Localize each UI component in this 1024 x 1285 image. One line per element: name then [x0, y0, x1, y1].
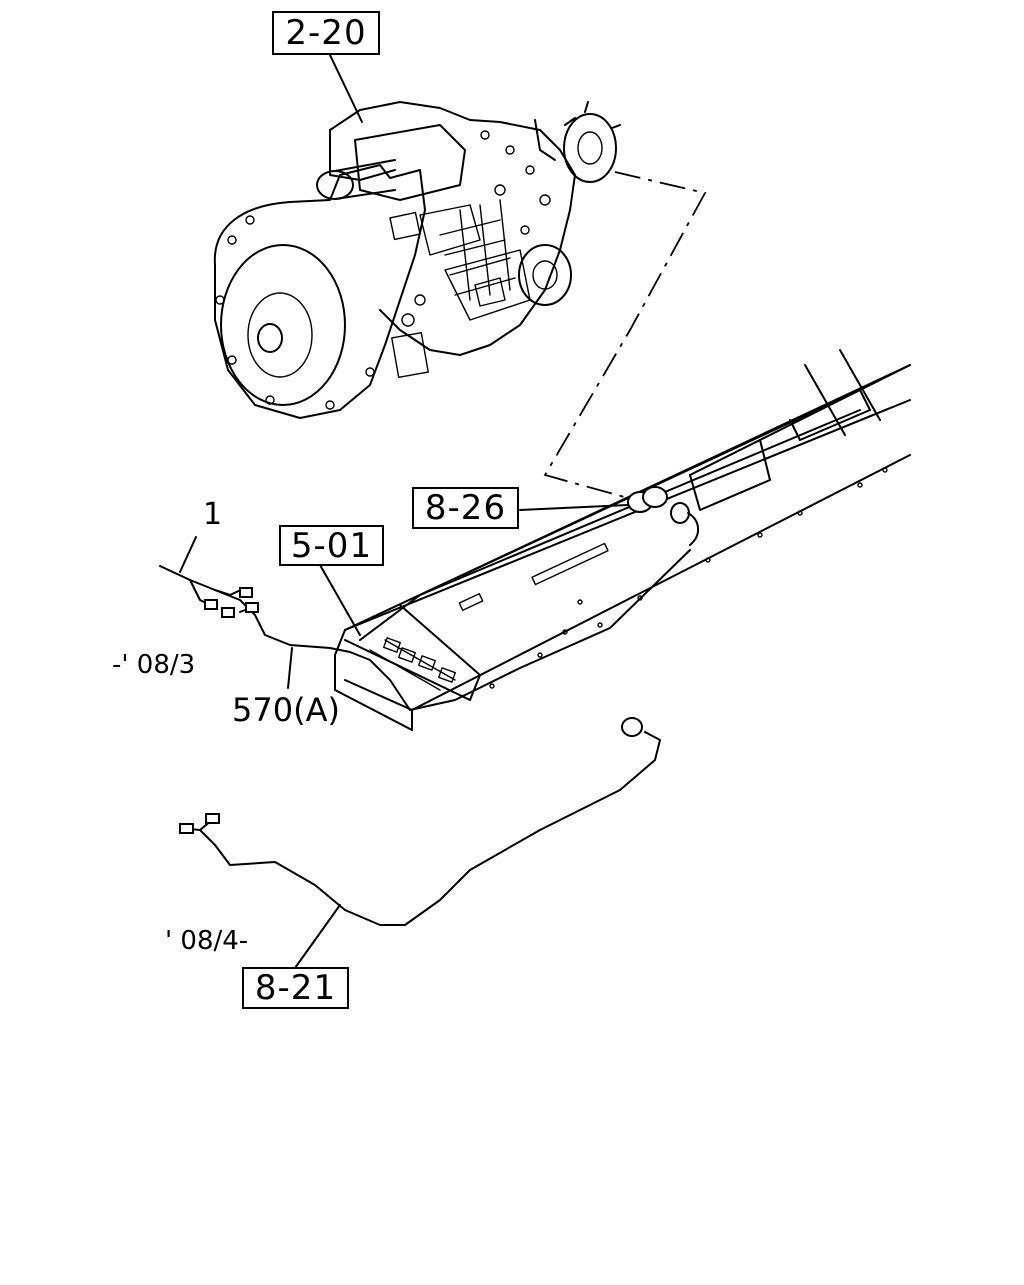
- part-number-label[interactable]: 1: [203, 497, 223, 532]
- callout-5-01[interactable]: 5-01: [279, 525, 384, 566]
- chassis-frame-drawing: [334, 349, 911, 731]
- part-code-label[interactable]: 570(A): [232, 691, 340, 729]
- leader-570a: [287, 647, 293, 689]
- sensor-path-dashline: [543, 171, 707, 499]
- date-range-early-label: -' 08/3: [112, 650, 196, 680]
- callout-8-21[interactable]: 8-21: [242, 967, 349, 1009]
- leader-8-26: [519, 504, 629, 511]
- transmission-drawing: [213, 101, 621, 419]
- leader-5-01: [319, 564, 361, 636]
- leader-2-20: [329, 54, 363, 123]
- harness-late-drawing: [179, 717, 661, 926]
- callout-8-26[interactable]: 8-26: [412, 487, 519, 529]
- callout-2-20[interactable]: 2-20: [272, 11, 380, 55]
- leader-1: [179, 536, 197, 573]
- date-range-late-label: ' 08/4-: [165, 926, 249, 956]
- speed-sensor-drawing: [627, 486, 699, 546]
- leader-8-21: [294, 904, 341, 969]
- harness-early-drawing: [159, 549, 691, 711]
